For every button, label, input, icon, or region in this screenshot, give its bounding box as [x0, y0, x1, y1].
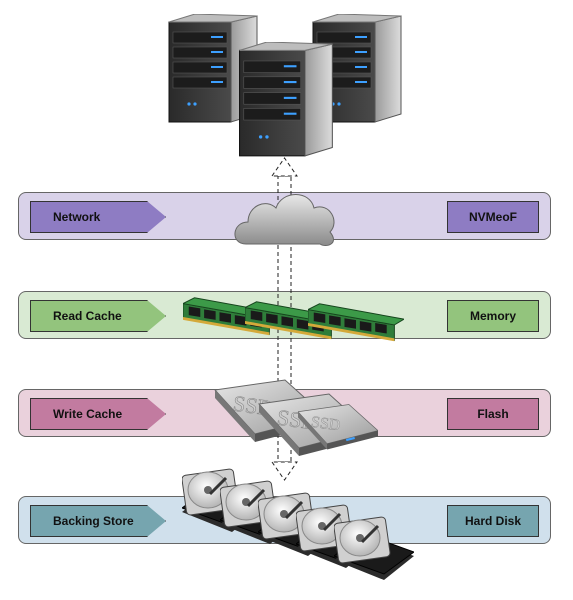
layer-label-write-cache: Write Cache	[30, 398, 166, 430]
layer-label-backing-store: Backing Store	[30, 505, 166, 537]
layer-tech-network: NVMeoF	[447, 201, 539, 233]
server-rack-icon	[239, 42, 333, 157]
layer-tech-read-cache: Memory	[447, 300, 539, 332]
layer-label-network: Network	[30, 201, 166, 233]
layer-label-read-cache: Read Cache	[30, 300, 166, 332]
layer-tech-backing-store: Hard Disk	[447, 505, 539, 537]
cloud-icon	[234, 194, 335, 246]
hard-disk-icon	[334, 516, 414, 580]
layer-read-cache: Read Cache Memory	[18, 291, 551, 339]
layer-tech-write-cache: Flash	[447, 398, 539, 430]
